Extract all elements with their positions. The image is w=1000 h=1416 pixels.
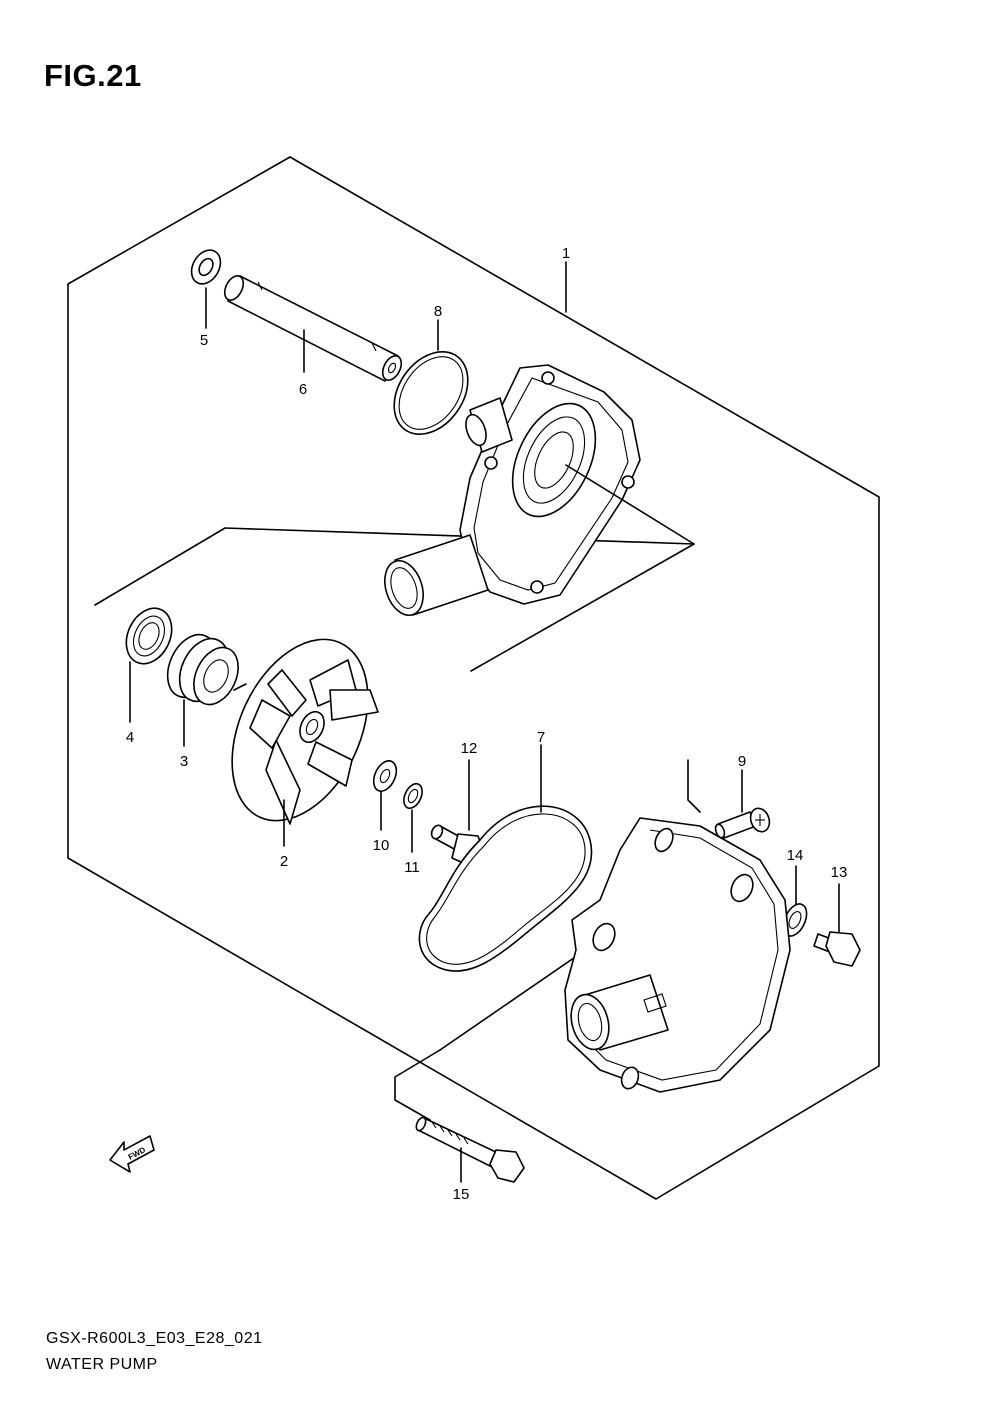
part-9-screw [714, 807, 771, 839]
part-11-washer [403, 782, 423, 810]
part-4-oil-seal [125, 607, 173, 665]
fwd-arrow-icon: FWD [109, 1135, 155, 1173]
cover-group-bracket [94, 527, 695, 672]
part-7-gasket [418, 805, 593, 972]
callout-12: 12 [461, 740, 478, 757]
callout-8: 8 [434, 303, 442, 320]
bolt-group-bracket [394, 1049, 441, 1121]
part-6-shaft [223, 275, 403, 382]
part-8-o-ring [393, 351, 469, 435]
screw-group-bracket [687, 759, 701, 813]
part-3-mechanical-seal [166, 633, 239, 706]
assembly-frame [67, 156, 880, 1200]
model-code: GSX-R600L3_E03_E28_021 [46, 1330, 263, 1347]
callout-14: 14 [787, 847, 804, 864]
callout-7: 7 [537, 729, 545, 746]
leader-lines [129, 261, 840, 1183]
callout-4: 4 [126, 729, 134, 746]
callout-13: 13 [831, 864, 848, 881]
section-name: WATER PUMP [46, 1356, 158, 1373]
callout-6: 6 [299, 381, 307, 398]
callout-11: 11 [404, 859, 420, 876]
part-13-bolt [813, 931, 861, 967]
callout-1: 1 [562, 245, 570, 262]
callout-3: 3 [180, 753, 188, 770]
part-15-bolt [415, 1116, 525, 1183]
figure-title: FIG.21 [44, 58, 142, 93]
part-1-pump-body [384, 364, 641, 617]
callout-9: 9 [738, 753, 746, 770]
callout-5: 5 [200, 332, 208, 349]
part-2-impeller [231, 638, 379, 825]
part-5-washer [190, 249, 222, 285]
mechanical-seal-leader [233, 683, 247, 691]
callout-2: 2 [280, 853, 288, 870]
callout-10: 10 [373, 837, 390, 854]
pump-cover [564, 817, 791, 1093]
callout-15: 15 [453, 1186, 470, 1203]
pump-body-leader [565, 464, 695, 545]
part-10-washer [372, 760, 398, 792]
